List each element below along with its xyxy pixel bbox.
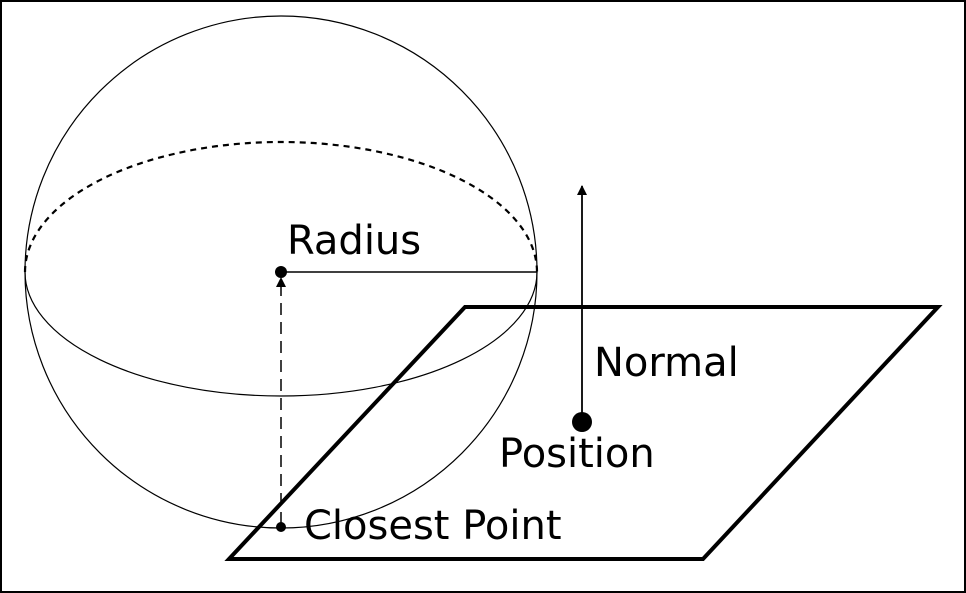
closest-point-label: Closest Point <box>304 503 562 549</box>
plane-parallelogram <box>224 305 943 561</box>
radius-label: Radius <box>287 218 421 264</box>
position-label: Position <box>499 431 655 477</box>
normal-label: Normal <box>594 340 739 386</box>
position-point <box>572 412 592 432</box>
equator-front <box>24 271 538 397</box>
sphere-center-point <box>275 266 287 278</box>
closest-point-dot <box>276 522 286 532</box>
equator-back-dashed <box>23 140 539 273</box>
